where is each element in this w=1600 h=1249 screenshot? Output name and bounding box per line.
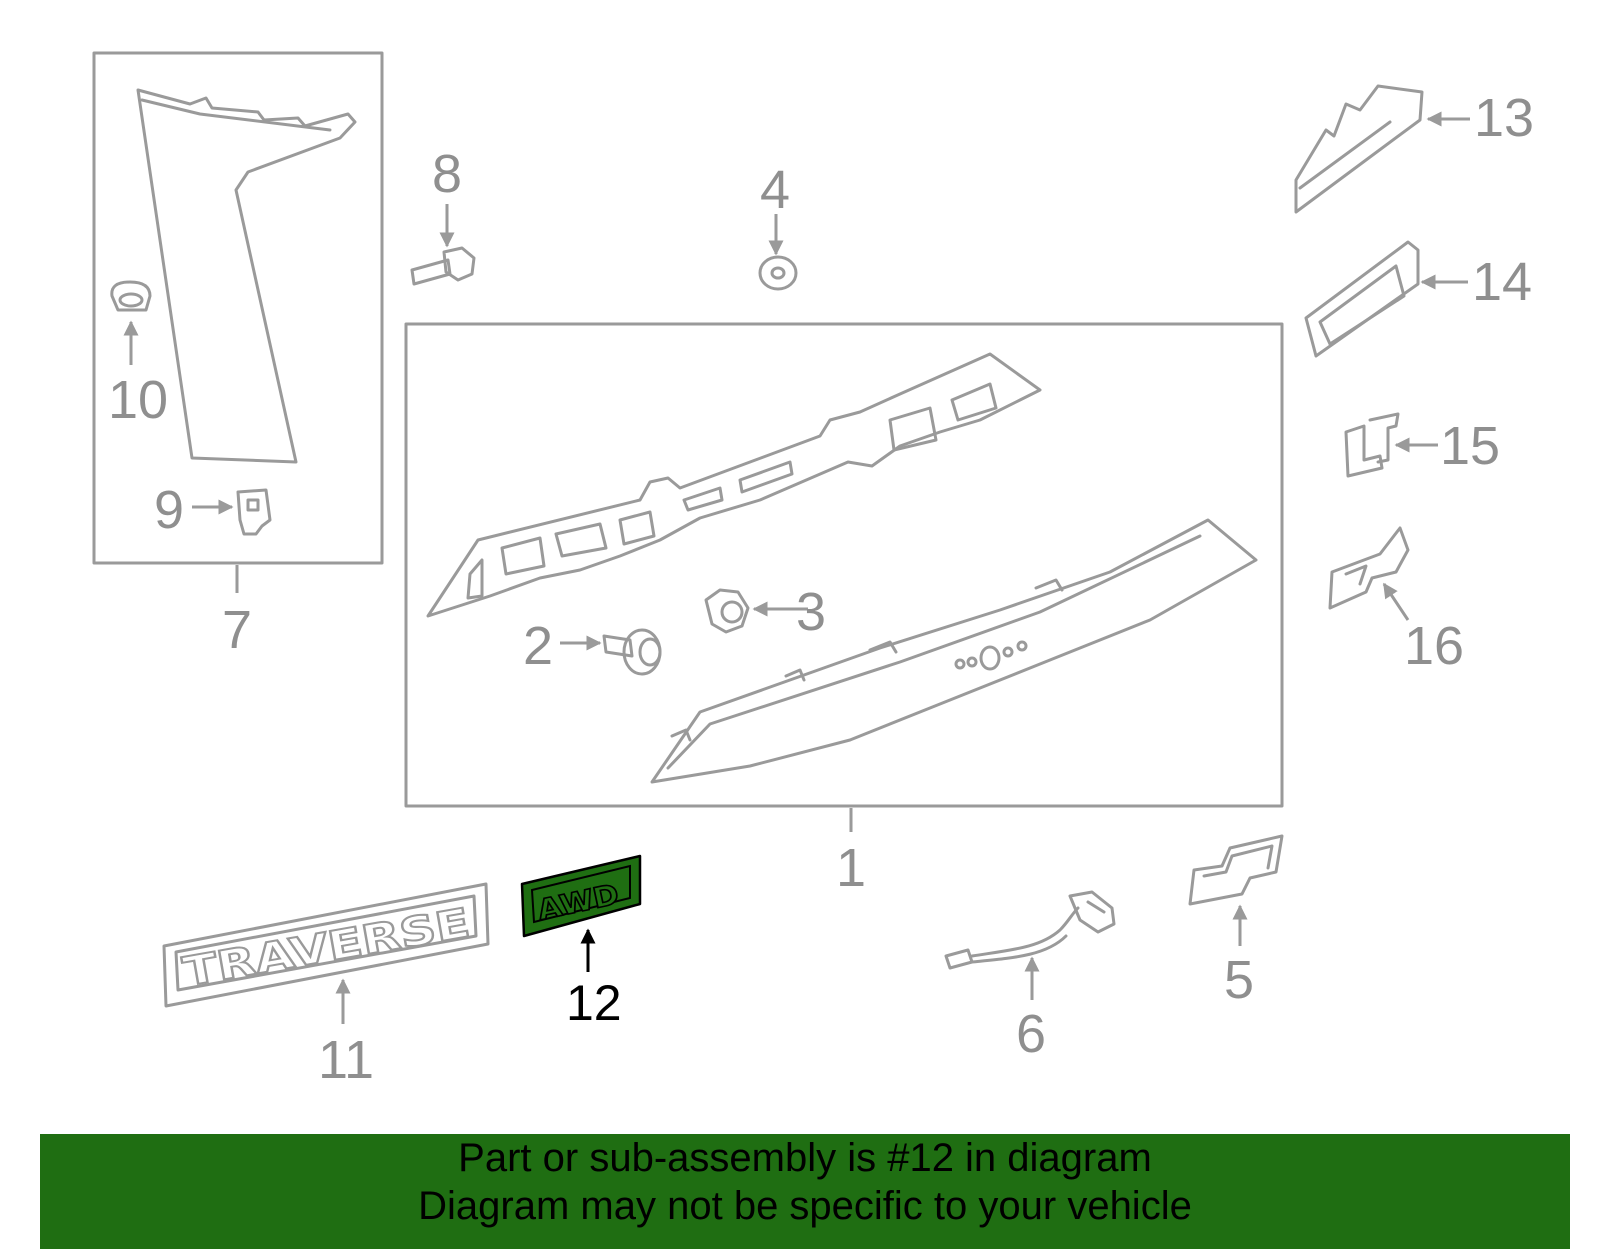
callout-1: 1 (836, 838, 866, 898)
callout-13: 13 (1474, 88, 1534, 148)
molding-lower-part (650, 518, 1258, 784)
callout-2: 2 (523, 616, 553, 676)
group-1-box (404, 322, 1284, 808)
info-banner: Part or sub-assembly is #12 in diagram D… (40, 1134, 1570, 1249)
callout-10: 10 (108, 370, 168, 430)
banner-line-1: Part or sub-assembly is #12 in diagram (458, 1136, 1152, 1180)
wire-harness-part-6 (944, 890, 1116, 970)
callout-15: 15 (1440, 416, 1500, 476)
clip-part-10 (110, 280, 152, 312)
emblem-part-14 (1304, 240, 1420, 358)
callout-3: 3 (796, 582, 826, 642)
emblem-part-13 (1294, 84, 1424, 214)
callout-9: 9 (154, 480, 184, 540)
emblem-part-15 (1344, 412, 1400, 478)
callout-12: 12 (566, 975, 622, 1031)
bracket-upper-part (426, 352, 1042, 618)
callout-16: 16 (1404, 616, 1464, 676)
nut-part-3 (704, 588, 750, 634)
callout-labels: 1 2 3 4 5 6 7 8 9 10 11 12 13 14 15 16 (108, 88, 1534, 1090)
emblem-part-16 (1328, 526, 1410, 610)
callout-7: 7 (222, 600, 252, 660)
callout-8: 8 (432, 144, 462, 204)
awd-badge-part-12: AWD (520, 854, 642, 938)
bowtie-emblem-part-5 (1188, 834, 1284, 906)
callout-4: 4 (760, 160, 790, 220)
bolt-part-8 (410, 246, 476, 286)
washer-part-4 (758, 255, 798, 291)
callout-5: 5 (1224, 950, 1254, 1010)
traverse-nameplate-part-11: TRAVERSE (162, 882, 490, 1008)
callout-14: 14 (1472, 252, 1532, 312)
callout-11: 11 (318, 1030, 374, 1090)
callout-6: 6 (1016, 1004, 1046, 1064)
group-7-box (92, 51, 384, 565)
pillar-trim-part (136, 88, 357, 464)
clip-part-9 (236, 488, 272, 536)
screw-part-2 (602, 628, 662, 676)
banner-line-2: Diagram may not be specific to your vehi… (418, 1184, 1192, 1228)
